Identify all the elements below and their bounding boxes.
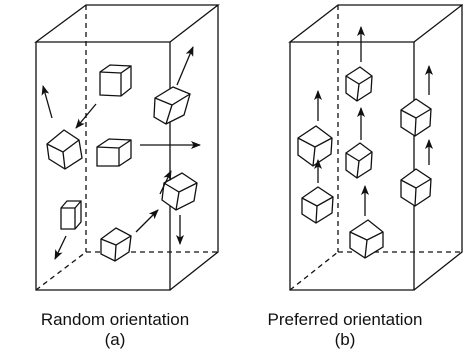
caption-preferred-orientation: Preferred orientation (b) [230,310,460,350]
crystal-a6 [60,200,82,230]
arrows-b [314,26,433,216]
caption-a-label: (a) [104,330,126,349]
arrow-a7 [135,209,159,233]
arrow-a8 [54,235,67,260]
arrow-a5 [159,170,172,195]
crystal-b7 [349,219,384,259]
crystal-a4 [96,138,132,167]
crystals-b [297,66,432,259]
caption-a-text: Random orientation [40,310,190,329]
crystal-b5 [301,186,334,224]
crystal-a3 [46,129,83,170]
arrow-a3 [176,46,194,86]
caption-b-label: (b) [334,330,356,349]
crystal-b6 [400,168,432,207]
crystal-a5 [161,172,198,211]
arrows-a [41,46,201,260]
panel-a [34,4,220,291]
caption-random-orientation: Random orientation (a) [0,310,230,350]
box-a [34,4,220,291]
crystal-b2 [297,125,333,167]
crystal-b1 [345,66,373,102]
crystal-a2 [153,86,191,125]
crystal-a7 [100,227,132,262]
crystal-b3 [345,142,373,179]
caption-b-text: Preferred orientation [267,310,423,329]
crystal-b4 [400,98,432,137]
crystal-a1 [99,64,132,97]
arrow-a2 [41,85,53,119]
arrow-a1 [75,103,97,129]
panel-b [288,4,463,291]
